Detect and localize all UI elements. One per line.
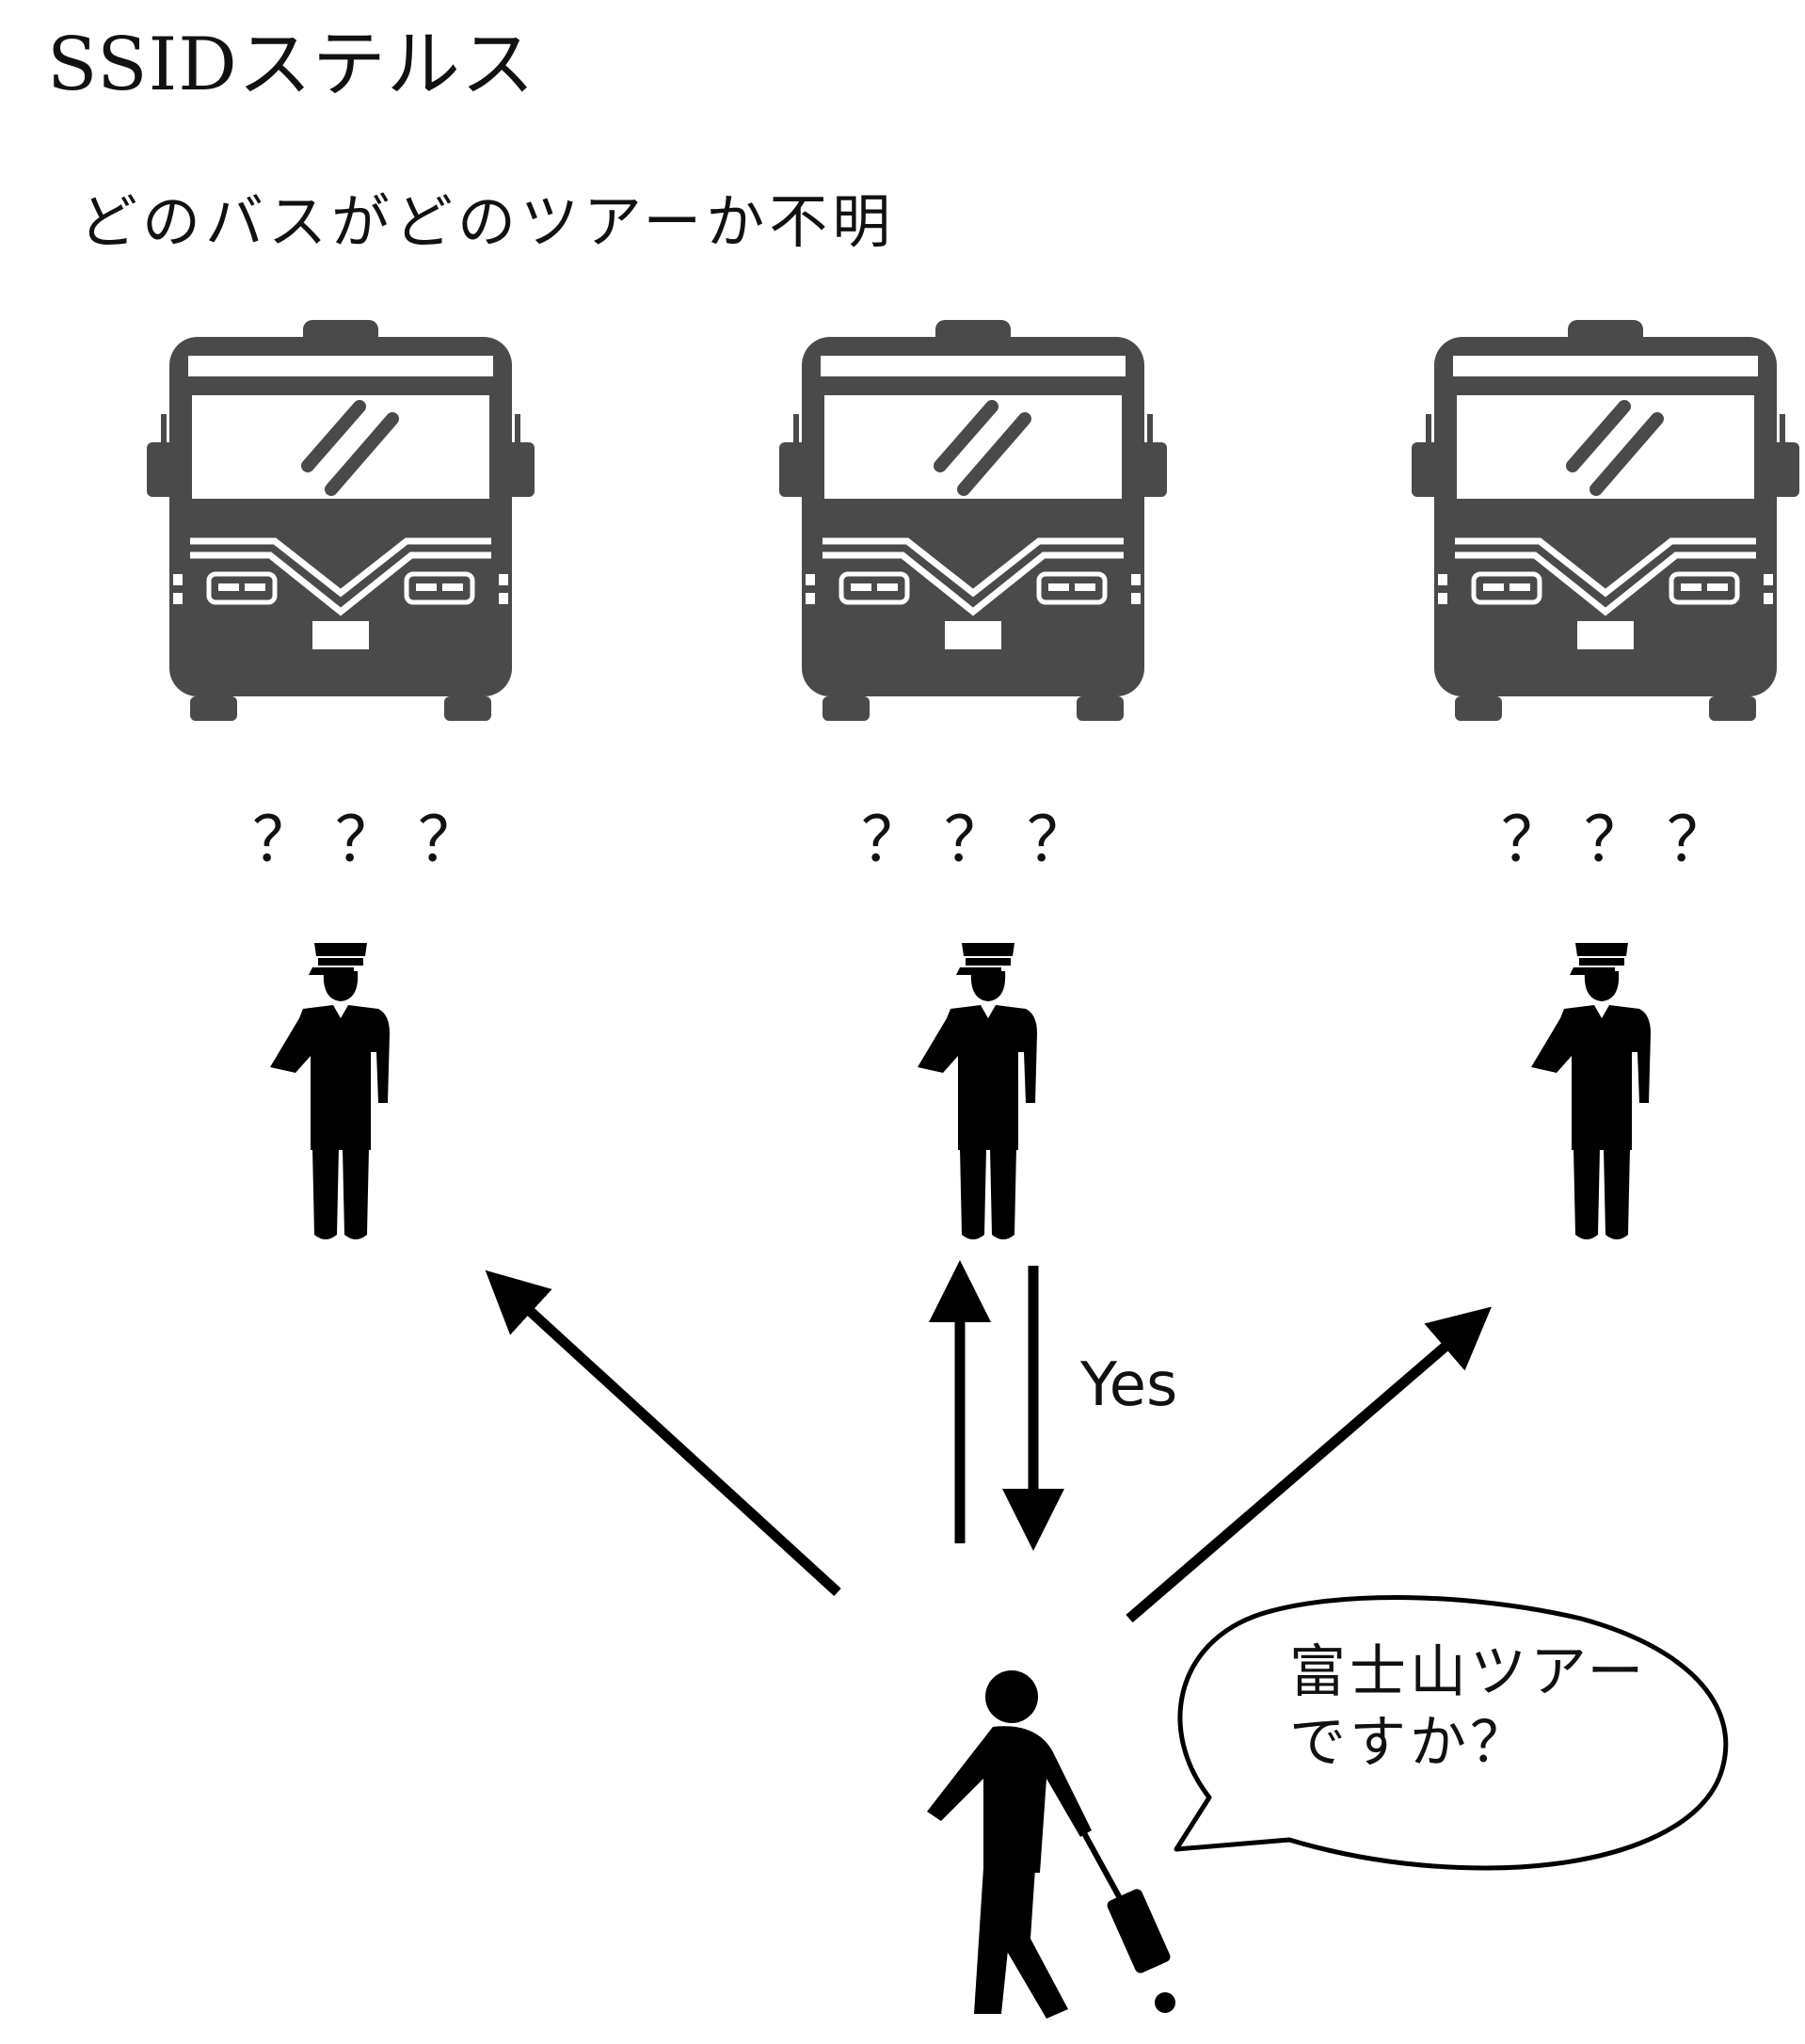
- bus-question-right: ？？？: [1501, 804, 1749, 876]
- page-title: SSIDステルス: [47, 23, 535, 107]
- speech-bubble: [1174, 1595, 1729, 1871]
- traveler-icon: [927, 1670, 1092, 2019]
- probe-arrow-right: [1126, 1306, 1493, 1623]
- bus-icon-center: [779, 320, 1167, 721]
- bus-icon-left: [147, 320, 535, 721]
- probe-arrow-left: [485, 1270, 841, 1597]
- speech-bubble-text: 富士山ツアー ですか？: [1289, 1637, 1685, 1779]
- bus-question-left: ？？？: [252, 804, 501, 876]
- bus-driver-icon-center: [918, 943, 1037, 1239]
- bus-icon-right: [1412, 320, 1799, 721]
- page-subtitle: どのバスがどのツアーか不明: [79, 187, 896, 256]
- reply-label: Yes: [1080, 1350, 1178, 1420]
- suitcase-icon: [1081, 1831, 1175, 2013]
- bus-driver-icon-left: [270, 943, 390, 1239]
- bus-driver-icon-right: [1531, 943, 1651, 1239]
- speech-bubble-line-1: 富士山ツアー: [1289, 1639, 1648, 1705]
- bus-question-center: ？？？: [861, 804, 1110, 876]
- speech-bubble-line-2: ですか？: [1289, 1710, 1530, 1776]
